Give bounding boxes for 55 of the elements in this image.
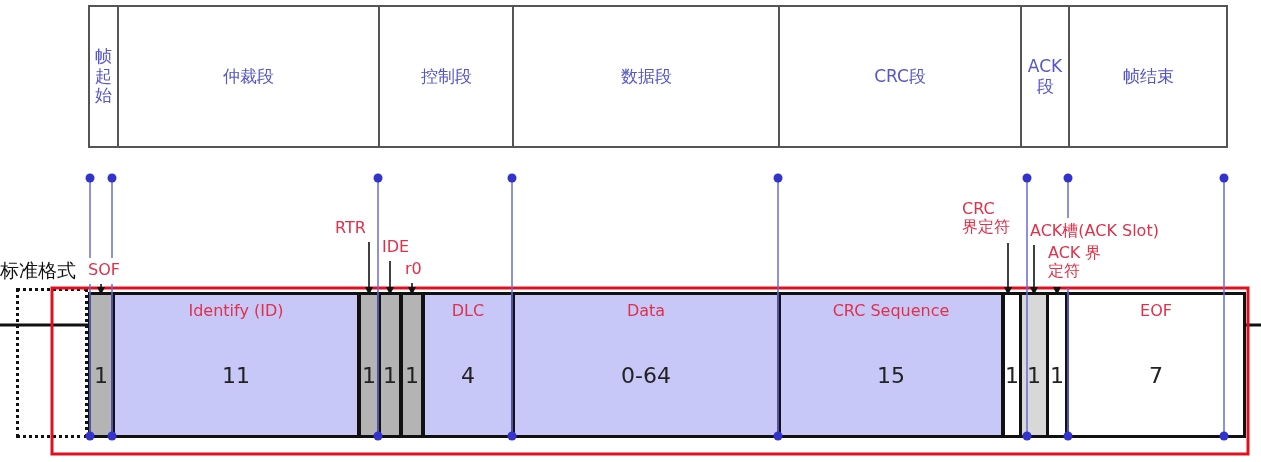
segment-name: 控制段: [420, 66, 472, 87]
field-cell: [778, 292, 1004, 438]
field-name: Data: [625, 301, 667, 320]
segment-name: 帧结束: [1122, 66, 1174, 87]
field-cell: [400, 292, 424, 438]
segment-header-box: [1020, 5, 1070, 148]
field-cell: [112, 292, 360, 438]
arrow: [408, 282, 416, 295]
arrow: [365, 241, 373, 295]
bit-count: 1: [93, 363, 109, 388]
arrow: [1053, 286, 1061, 295]
field-label: RTR: [335, 219, 377, 239]
field-cell: [422, 292, 514, 438]
arrow: [97, 283, 105, 295]
bit-count: 4: [460, 363, 476, 388]
format-label: 标准格式: [0, 258, 76, 283]
segment-header-box: [512, 5, 780, 148]
field-label: IDE: [382, 238, 418, 258]
field-label: SOF: [88, 261, 128, 281]
field-cell: [1046, 292, 1068, 438]
bit-count: 1: [404, 363, 420, 388]
field-name: EOF: [1139, 301, 1173, 320]
field-label: CRC 界定符: [962, 200, 1010, 240]
bit-count: 1: [1026, 363, 1042, 388]
field-name: CRC Sequence: [831, 301, 951, 320]
segment-name: ACK段: [1026, 56, 1064, 97]
field-cell: [1066, 292, 1246, 438]
arrow: [1004, 242, 1012, 295]
segment-header-box: [117, 5, 380, 148]
segment-name: 数据段: [620, 66, 672, 87]
segment-header-box: [778, 5, 1022, 148]
field-cell: [512, 292, 780, 438]
bit-count: 1: [361, 363, 377, 388]
segment-header-box: [88, 5, 119, 148]
field-name: DLC: [450, 301, 486, 320]
bit-count: 1: [382, 363, 398, 388]
segment-name: 仲裁段: [223, 66, 274, 87]
arrow: [1030, 244, 1038, 295]
field-name: Identify (ID): [187, 301, 285, 320]
bit-count: 0-64: [620, 363, 672, 388]
segment-header-box: [1068, 5, 1228, 148]
bit-count: 11: [221, 363, 251, 388]
segment-header-box: [378, 5, 514, 148]
field-cell: [358, 292, 380, 438]
bit-count: 15: [876, 363, 906, 388]
segment-name: 帧起始: [94, 47, 113, 106]
field-cell: [1002, 292, 1022, 438]
bit-count: 1: [1049, 363, 1065, 388]
field-label: ACK槽(ACK Slot): [1030, 222, 1190, 242]
segment-name: CRC段: [874, 66, 926, 87]
field-label: r0: [405, 260, 429, 280]
bit-count: 1: [1005, 363, 1019, 388]
arrow: [386, 260, 394, 295]
bit-count: 7: [1148, 363, 1164, 388]
field-label: ACK 界定符: [1048, 244, 1104, 284]
